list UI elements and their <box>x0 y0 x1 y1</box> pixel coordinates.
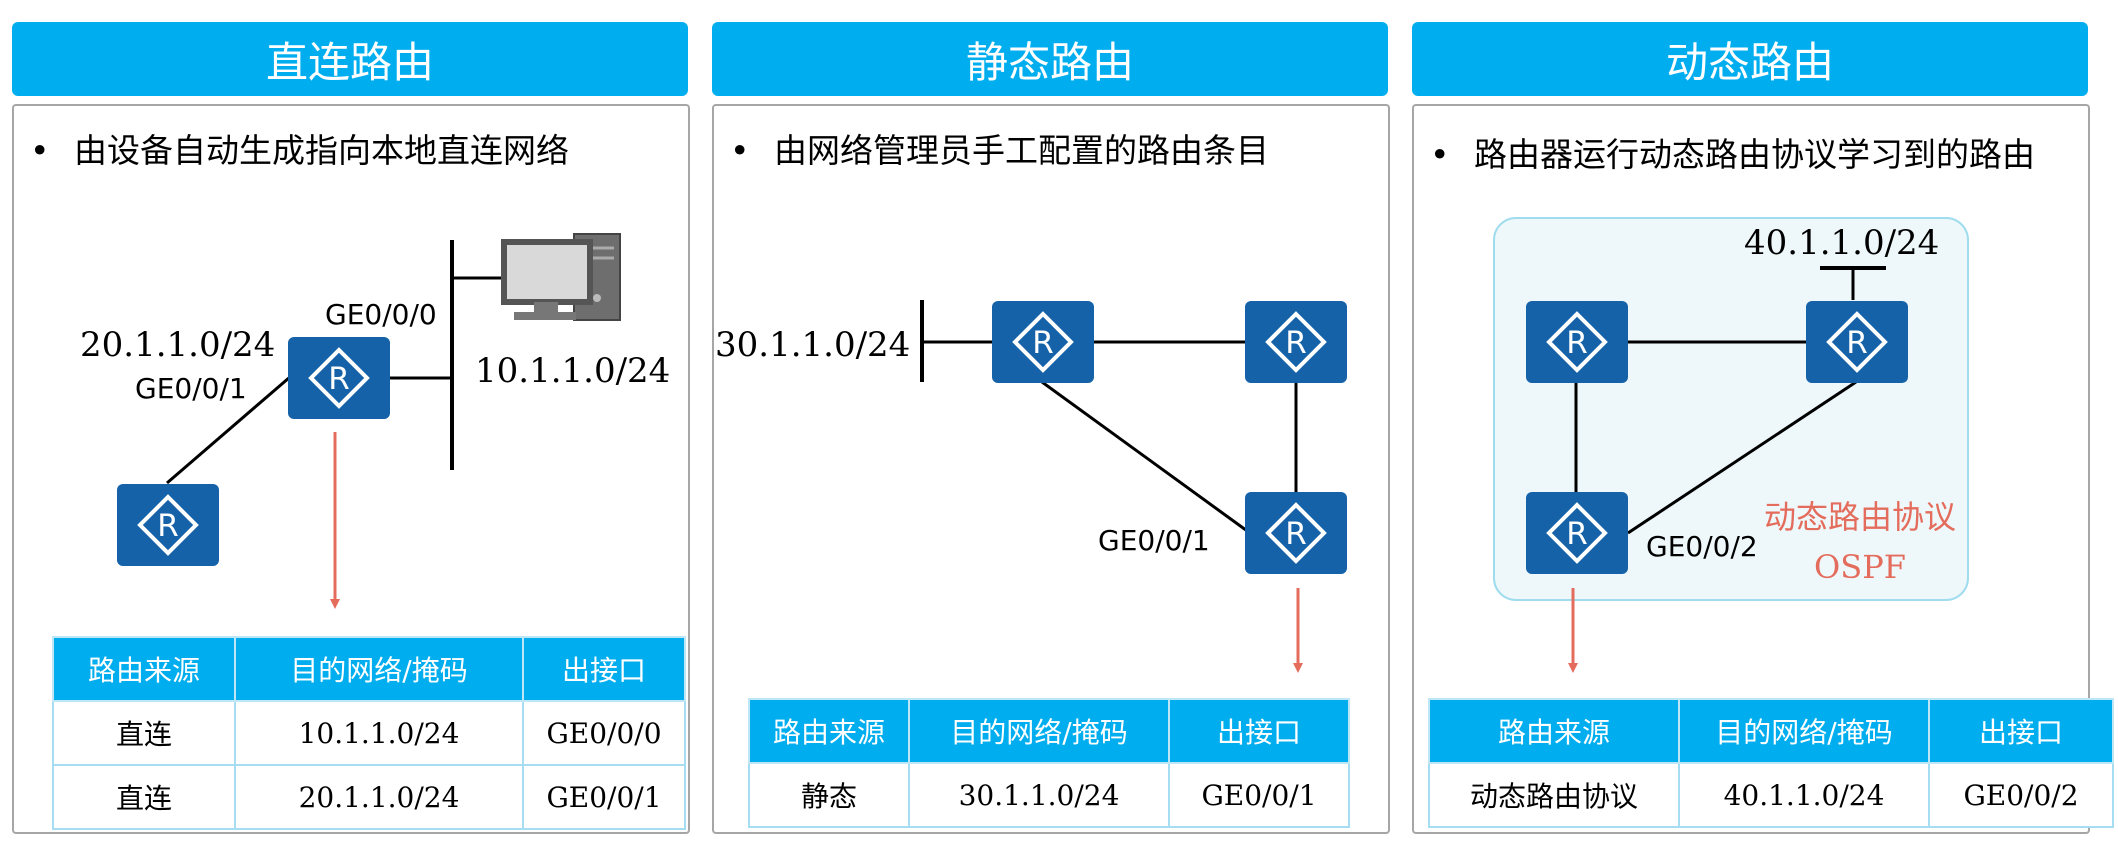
table-header: 出接口 <box>522 636 686 702</box>
router-icon <box>1524 490 1630 576</box>
table-row: 静态 30.1.1.0/24 GE0/0/1 <box>748 762 1350 828</box>
table-header: 路由来源 <box>748 698 910 764</box>
interface-label: GE0/0/0 <box>325 298 437 331</box>
router-icon <box>286 335 392 421</box>
route-destination: 20.1.1.0/24 <box>234 764 524 830</box>
bullet-dot: • <box>730 131 750 170</box>
protocol-name: OSPF <box>1814 548 1906 586</box>
table-header-row: 路由来源 目的网络/掩码 出接口 <box>1428 698 2114 764</box>
table-header: 出接口 <box>1168 698 1350 764</box>
bullet-text-direct: •由设备自动生成指向本地直连网络 <box>16 124 569 172</box>
table-row: 直连 20.1.1.0/24 GE0/0/1 <box>52 764 686 830</box>
router-icon <box>1243 299 1349 385</box>
router-icon <box>1804 299 1910 385</box>
table-header-row: 路由来源 目的网络/掩码 出接口 <box>748 698 1350 764</box>
route-interface: GE0/0/1 <box>522 764 686 830</box>
route-source: 直连 <box>52 700 236 766</box>
panel-title: 动态路由 <box>1665 37 1834 87</box>
panel-header-static: 静态路由 <box>712 22 1388 96</box>
dynamic-topology: 40.1.1.0/24 GE0/0/2 动态路由协议 OSPF <box>1493 217 1969 673</box>
routing-table-static: 路由来源 目的网络/掩码 出接口 静态 30.1.1.0/24 GE0/0/1 <box>748 698 1350 828</box>
net-label: 40.1.1.0/24 <box>1744 223 1939 263</box>
interface-label: GE0/0/1 <box>135 372 247 405</box>
route-destination: 10.1.1.0/24 <box>234 700 524 766</box>
route-interface: GE0/0/0 <box>522 700 686 766</box>
table-header: 出接口 <box>1928 698 2114 764</box>
table-header: 目的网络/掩码 <box>234 636 524 702</box>
bullet-dot: • <box>30 131 50 170</box>
panel-header-dynamic: 动态路由 <box>1412 22 2088 96</box>
bullet-dot: • <box>1430 135 1450 174</box>
table-header-row: 路由来源 目的网络/掩码 出接口 <box>52 636 686 702</box>
bullet-text-static: •由网络管理员手工配置的路由条目 <box>716 124 1269 172</box>
route-interface: GE0/0/2 <box>1928 762 2114 828</box>
router-icon <box>1243 490 1349 576</box>
routing-table-direct: 路由来源 目的网络/掩码 出接口 直连 10.1.1.0/24 GE0/0/0 … <box>52 636 686 830</box>
panel-title: 直连路由 <box>265 37 434 87</box>
table-header: 目的网络/掩码 <box>1678 698 1930 764</box>
panel-header-direct: 直连路由 <box>12 22 688 96</box>
route-destination: 40.1.1.0/24 <box>1678 762 1930 828</box>
pc-icon <box>501 233 621 321</box>
router-icon <box>1524 299 1630 385</box>
net-label: 20.1.1.0/24 <box>80 325 275 365</box>
net-label: 10.1.1.0/24 <box>475 351 670 391</box>
route-destination: 30.1.1.0/24 <box>908 762 1170 828</box>
table-header: 目的网络/掩码 <box>908 698 1170 764</box>
route-source: 静态 <box>748 762 910 828</box>
table-header: 路由来源 <box>52 636 236 702</box>
table-row: 动态路由协议 40.1.1.0/24 GE0/0/2 <box>1428 762 2114 828</box>
route-interface: GE0/0/1 <box>1168 762 1350 828</box>
net-label: 30.1.1.0/24 <box>715 325 910 365</box>
router-icon <box>990 299 1096 385</box>
table-header: 路由来源 <box>1428 698 1680 764</box>
interface-label: GE0/0/2 <box>1646 530 1758 563</box>
bullet-text-dynamic: •路由器运行动态路由协议学习到的路由 <box>1416 128 2035 176</box>
panel-title: 静态路由 <box>965 37 1134 87</box>
route-source: 直连 <box>52 764 236 830</box>
router-icon <box>115 482 221 568</box>
direct-topology: 20.1.1.0/24 GE0/0/1 GE0/0/0 10.1.1.0/24 <box>80 233 670 609</box>
static-topology: 30.1.1.0/24 GE0/0/1 <box>715 299 1349 673</box>
protocol-label: 动态路由协议 <box>1764 498 1956 536</box>
routing-table-dynamic: 路由来源 目的网络/掩码 出接口 动态路由协议 40.1.1.0/24 GE0/… <box>1428 698 2114 828</box>
table-row: 直连 10.1.1.0/24 GE0/0/0 <box>52 700 686 766</box>
interface-label: GE0/0/1 <box>1098 524 1210 557</box>
route-source: 动态路由协议 <box>1428 762 1680 828</box>
